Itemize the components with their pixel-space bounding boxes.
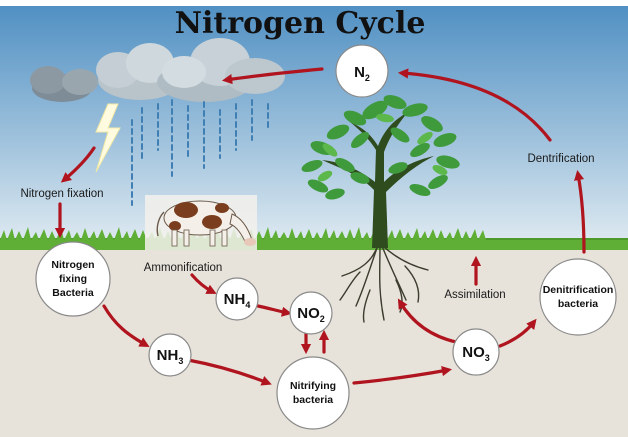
arrow-nitrifying-to-no3 [352,366,453,385]
arrow-nh3-to-nitrifying [186,358,272,386]
fixing-line3: Bacteria [52,287,94,299]
nh3-sub: 3 [178,356,183,366]
no3-sub: 3 [485,353,490,363]
arrow-n2-to-cloud [221,67,324,85]
n2-sub: 2 [365,73,370,83]
arrow-no3-to-denitrification [498,318,537,348]
denitrification-line1: Denitrification [543,284,614,296]
fixing-line2: fixing [59,273,87,285]
arrow-ammonification-to-nh4 [190,273,217,294]
lightning-icon [95,103,121,173]
arrow-lightning-to-fixation [60,146,96,183]
arrow-denitrification-up [574,169,586,254]
nitrifying-line2: bacteria [293,394,333,406]
rain-icon [131,99,269,206]
nitrifying-line1: Nitrifying [290,380,336,392]
label-dentrification: Dentrification [527,153,594,165]
node-no2: NO2 [289,291,333,335]
no2-base: NO [297,305,320,322]
nh4-sub: 4 [245,300,250,310]
arrow-fixing-to-nh3 [102,304,150,347]
node-denitrification-bacteria: Denitrification bacteria [539,258,617,336]
svg-text:NO3: NO3 [462,344,490,363]
svg-text:NH4: NH4 [224,291,251,310]
nh3-base: NH [157,347,179,364]
svg-text:NO2: NO2 [297,305,325,324]
node-no3: NO3 [452,328,500,376]
cow-icon [145,195,257,250]
n2-base: N [354,64,365,81]
svg-text:N2: N2 [354,64,370,83]
roots-icon [339,244,429,323]
no3-base: NO [462,344,485,361]
denitrification-line2: bacteria [558,298,598,310]
cloud-icon [30,38,285,102]
nh4-base: NH [224,291,246,308]
cycle-arrows [54,67,586,386]
node-nitrifying-bacteria: Nitrifying bacteria [276,356,350,430]
label-assimilation: Assimilation [444,289,505,301]
fixing-line1: Nitrogen [51,259,94,271]
label-ammonification: Ammonification [144,262,223,274]
arrow-nh4-to-no2 [256,304,293,317]
tree-icon [301,95,460,248]
node-n2: N2 [335,44,389,98]
node-nitrogen-fixing-bacteria: Nitrogen fixing Bacteria [35,241,111,317]
diagram-title: Nitrogen Cycle [175,6,426,41]
no2-sub: 2 [320,314,325,324]
svg-text:NH3: NH3 [157,347,184,366]
arrow-dentrification-to-n2 [397,68,552,142]
top-margin [0,0,628,6]
label-nitrogen-fixation: Nitrogen fixation [20,188,103,200]
arrow-no3-to-roots [397,298,458,344]
node-nh3: NH3 [148,333,192,377]
node-nh4: NH4 [215,277,259,321]
